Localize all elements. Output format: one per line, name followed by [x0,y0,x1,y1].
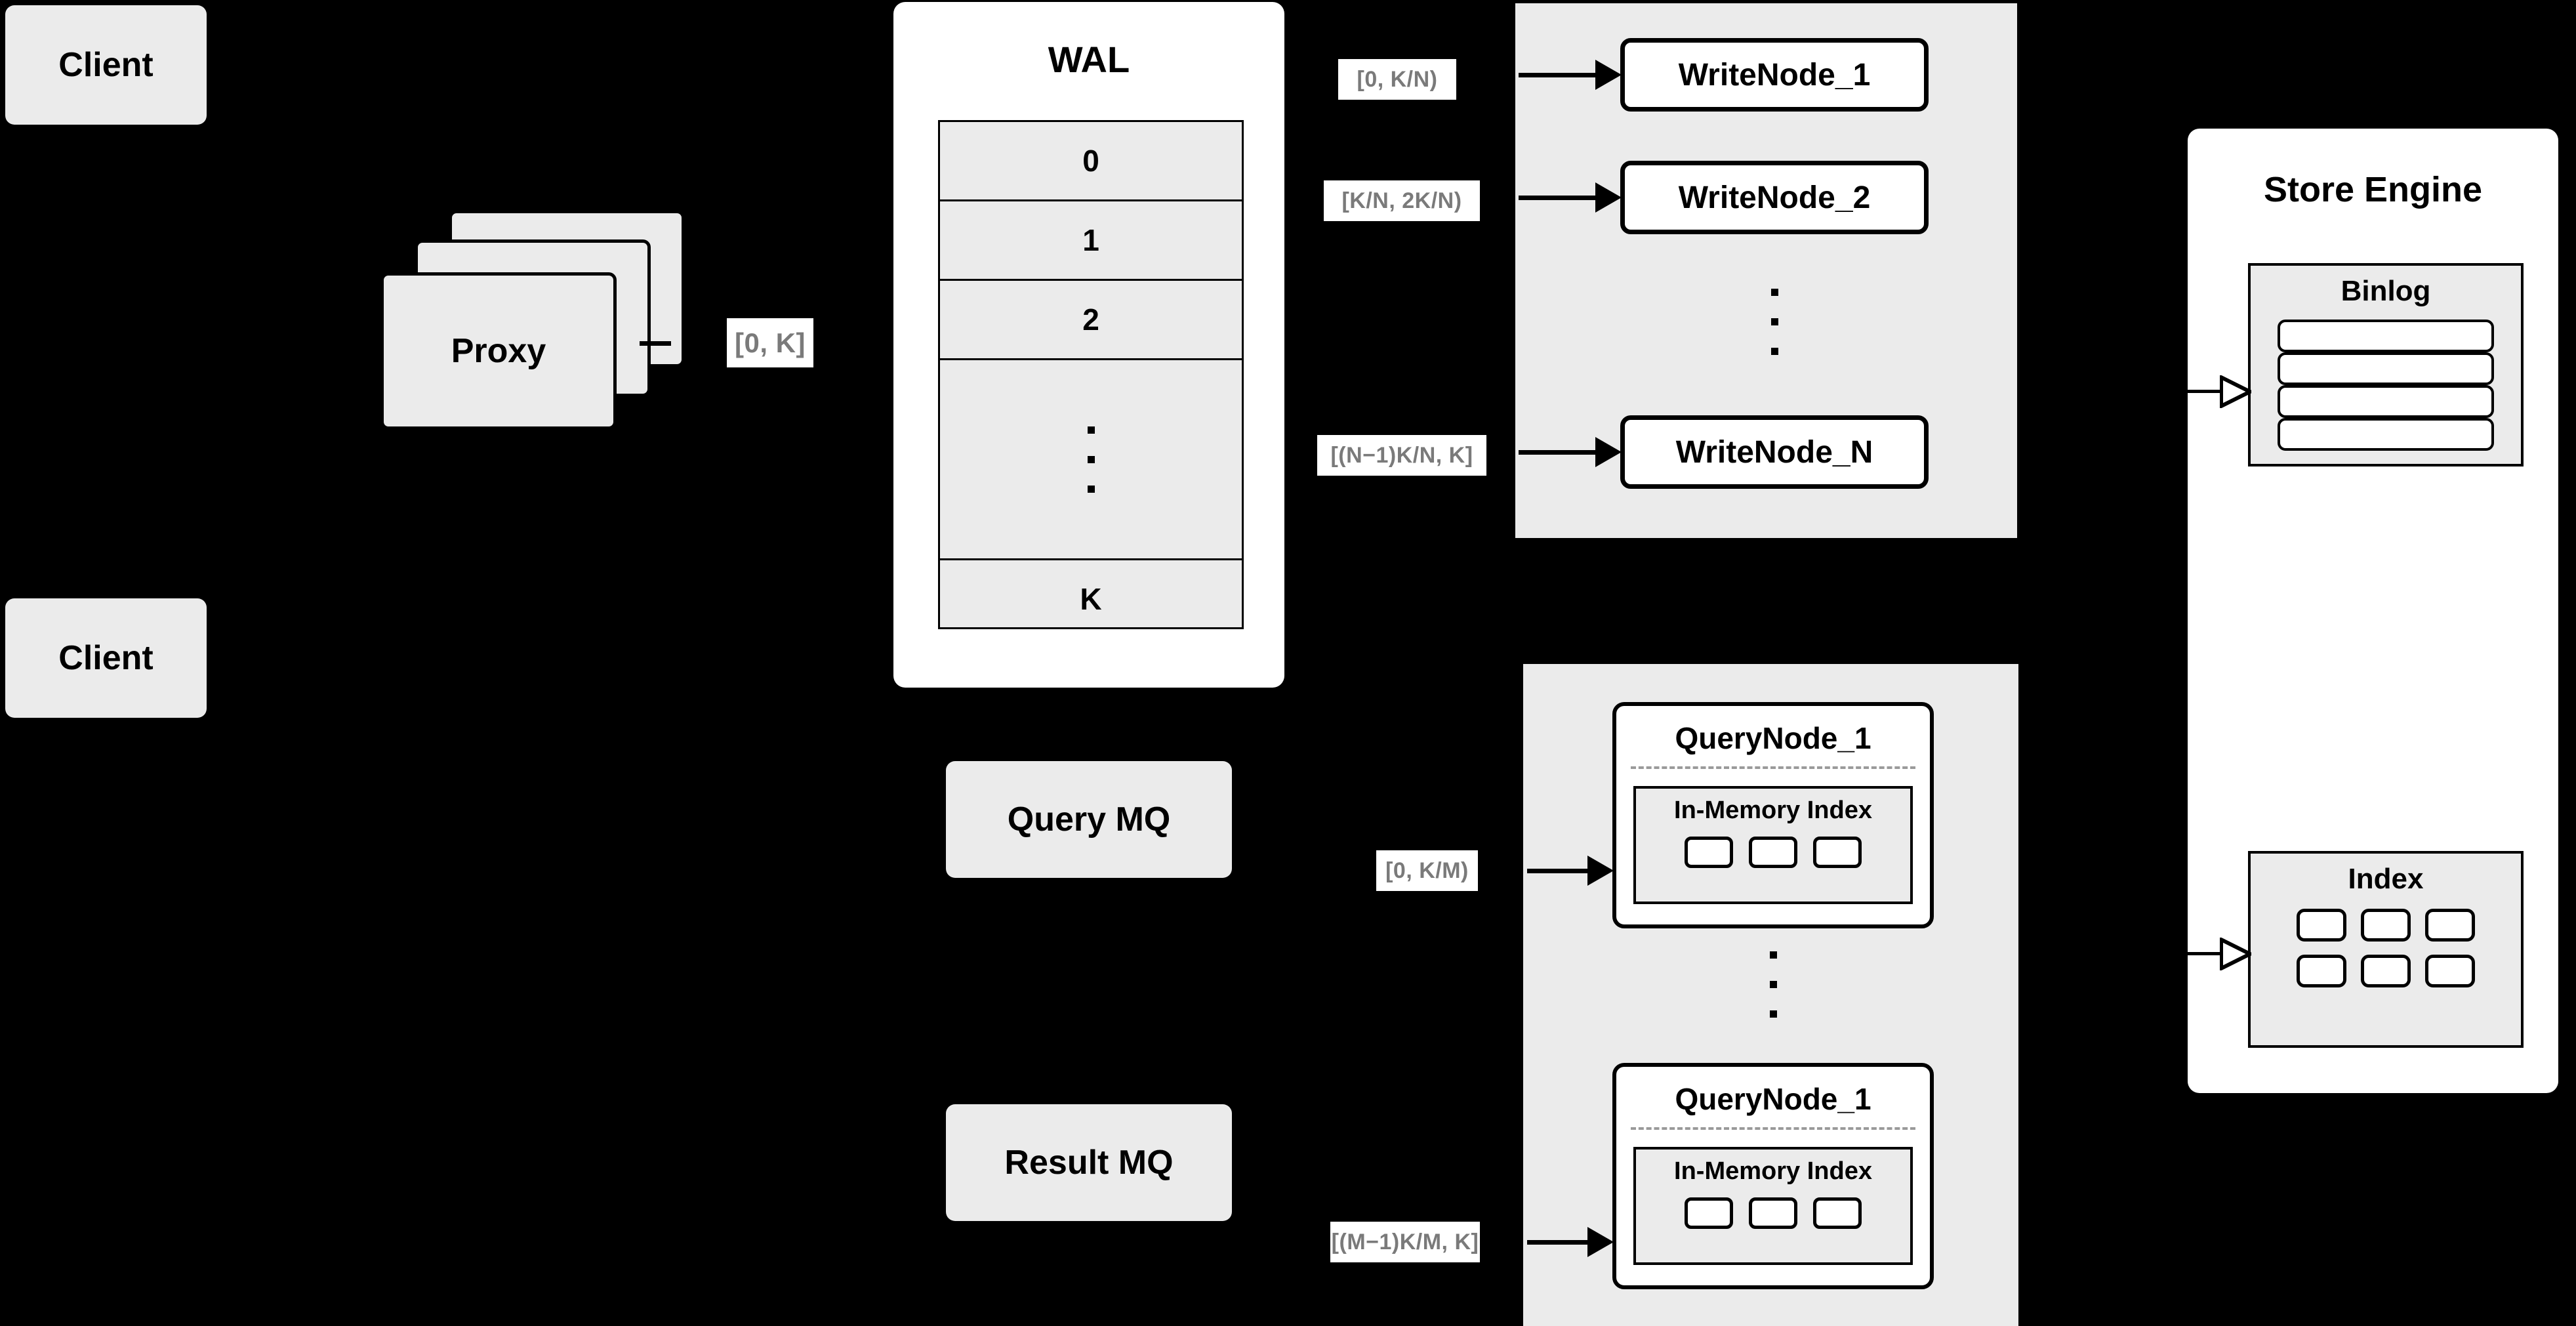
client-box-1[interactable]: Client [5,5,207,125]
write-node-1-range-text: [0, K/N) [1357,66,1438,92]
client-label-2: Client [58,639,153,677]
wal-cell-k: K [1080,582,1102,616]
write-node-n-arrow-head-icon [1595,437,1622,467]
wal-row-0[interactable]: 0 [940,122,1242,201]
write-node-1-range: [0, K/N) [1338,59,1456,100]
query-node-2-arrow-line [1527,1240,1589,1245]
query-node-1-label: QueryNode_1 [1675,721,1871,755]
wal-cell-1: 1 [1082,223,1099,257]
query-node-1-range: [0, K/M) [1376,850,1478,891]
write-node-2[interactable]: WriteNode_2 [1620,161,1929,234]
store-engine-title: Store Engine [2263,170,2483,209]
wal-panel: WAL 0 1 2 K [893,2,1284,688]
write-node-n-label: WriteNode_N [1675,434,1873,470]
index-cell-2[interactable] [2361,909,2411,942]
index-cell-6[interactable] [2425,955,2475,987]
wal-cell-2: 2 [1082,302,1099,337]
proxy-range-label: [0, K] [727,318,813,367]
query-node-2-index-cell-1[interactable] [1685,1197,1733,1229]
query-node-2-range-text: [(M−1)K/M, K] [1331,1229,1479,1254]
query-node-1-separator [1631,766,1915,769]
query-node-2[interactable]: QueryNode_1 In-Memory Index [1612,1063,1934,1289]
proxy-connector-stub [640,341,671,346]
binlog-title: Binlog [2341,275,2431,307]
query-cluster-vertical-dots-icon [1767,938,1780,1030]
query-node-1[interactable]: QueryNode_1 In-Memory Index [1612,702,1934,928]
query-node-1-index-cell-3[interactable] [1813,837,1862,868]
index-cell-1[interactable] [2297,909,2346,942]
write-node-n[interactable]: WriteNode_N [1620,415,1929,489]
binlog-arrow-line [2188,390,2223,393]
write-node-n-arrow-line [1519,450,1597,455]
index-cell-4[interactable] [2297,955,2346,987]
query-mq-label: Query MQ [1007,800,1171,839]
proxy-label: Proxy [451,332,546,370]
index-title: Index [2348,863,2424,895]
query-node-2-inmemory-index[interactable]: In-Memory Index [1633,1147,1913,1265]
binlog-row-4[interactable] [2278,418,2494,451]
client-label-1: Client [58,46,153,84]
query-node-1-range-text: [0, K/M) [1385,858,1469,883]
proxy-card-front[interactable]: Proxy [380,272,617,430]
write-cluster-vertical-dots-icon [1768,276,1781,367]
index-cell-5[interactable] [2361,955,2411,987]
write-node-1[interactable]: WriteNode_1 [1620,38,1929,112]
query-node-2-index-cell-2[interactable] [1749,1197,1797,1229]
query-node-2-inmemory-title: In-Memory Index [1674,1157,1872,1185]
binlog-arrow-head-hollow-icon [2220,375,2251,408]
write-node-2-arrow-head-icon [1595,182,1622,213]
index-cell-3[interactable] [2425,909,2475,942]
query-node-2-separator [1631,1127,1915,1130]
wal-cell-0: 0 [1082,144,1099,178]
wal-title: WAL [1048,39,1130,80]
wal-vertical-dots-icon [1087,426,1095,493]
wal-row-k[interactable]: K [940,560,1242,638]
write-node-2-arrow-line [1519,196,1597,200]
wal-row-ellipsis [940,360,1242,560]
write-node-1-label: WriteNode_1 [1678,57,1871,93]
query-node-1-inmemory-index[interactable]: In-Memory Index [1633,786,1913,904]
write-node-1-arrow-head-icon [1595,60,1622,90]
index-box[interactable]: Index [2248,851,2524,1048]
wal-table: 0 1 2 K [938,120,1244,629]
result-mq-label: Result MQ [1004,1144,1174,1182]
proxy-stack[interactable]: Proxy [380,210,685,433]
wal-row-2[interactable]: 2 [940,281,1242,360]
index-arrow-head-hollow-icon [2220,938,2251,970]
write-node-2-range-text: [K/N, 2K/N) [1341,188,1462,213]
write-node-1-arrow-line [1519,73,1597,77]
wal-row-1[interactable]: 1 [940,201,1242,281]
query-node-1-index-cell-2[interactable] [1749,837,1797,868]
index-arrow-line [2188,952,2223,955]
query-node-1-arrow-line [1527,869,1589,873]
query-mq-box[interactable]: Query MQ [946,761,1232,878]
write-node-n-range: [(N−1)K/N, K] [1317,435,1486,476]
query-node-2-range: [(M−1)K/M, K] [1330,1222,1480,1262]
query-node-1-arrow-head-icon [1587,856,1614,886]
binlog-row-1[interactable] [2278,320,2494,352]
query-node-1-index-cell-1[interactable] [1685,837,1733,868]
query-node-1-inmemory-title: In-Memory Index [1674,797,1872,824]
write-node-2-label: WriteNode_2 [1678,180,1871,215]
query-node-2-arrow-head-icon [1587,1227,1614,1257]
binlog-row-3[interactable] [2278,385,2494,418]
client-box-2[interactable]: Client [5,598,207,718]
binlog-box[interactable]: Binlog [2248,263,2524,466]
result-mq-box[interactable]: Result MQ [946,1104,1232,1221]
query-node-2-label: QueryNode_1 [1675,1082,1871,1116]
store-engine-panel: Store Engine Binlog Index [2188,129,2558,1093]
proxy-range-text: [0, K] [735,327,806,358]
write-node-2-range: [K/N, 2K/N) [1324,180,1480,221]
query-node-2-index-cell-3[interactable] [1813,1197,1862,1229]
binlog-row-2[interactable] [2278,352,2494,385]
write-node-n-range-text: [(N−1)K/N, K] [1330,442,1473,468]
